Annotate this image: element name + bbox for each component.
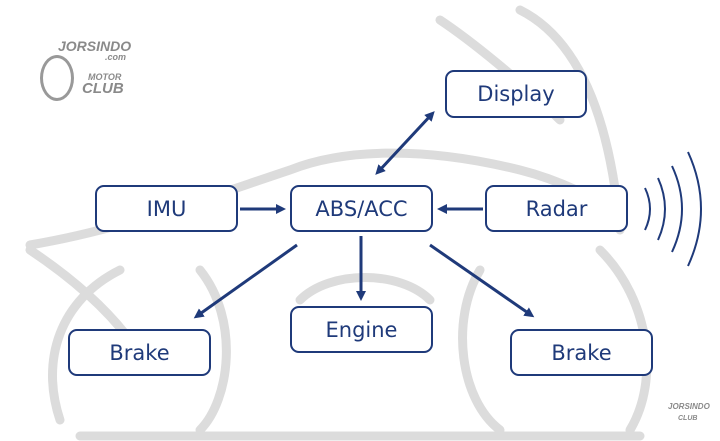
logo-text: CLUB [82,80,124,97]
node-label: Brake [109,340,170,365]
logo-text: JORSINDO [58,38,132,54]
logo-text: MOTOR [88,72,122,82]
node-brake-left: Brake [68,329,211,376]
edge-abs-brake-right [429,243,535,318]
node-engine: Engine [290,306,433,353]
node-label: Engine [325,317,398,342]
node-label: Display [477,82,555,106]
node-imu: IMU [95,185,238,232]
node-label: Brake [551,340,612,365]
edge-abs-display [375,111,435,175]
node-display: Display [445,70,587,118]
node-brake-right: Brake [510,329,653,376]
node-label: Radar [525,196,588,221]
node-radar: Radar [485,185,628,232]
node-label: IMU [146,196,187,221]
logo-text-small: CLUB [678,415,698,422]
edge-abs-brake-left [193,243,298,319]
node-abs-acc: ABS/ACC [290,185,433,232]
logo-text: .com [105,52,127,62]
wheel-logo-icon [40,55,74,101]
node-label: ABS/ACC [315,196,408,221]
logo-text-small: JORSINDO [668,402,710,411]
